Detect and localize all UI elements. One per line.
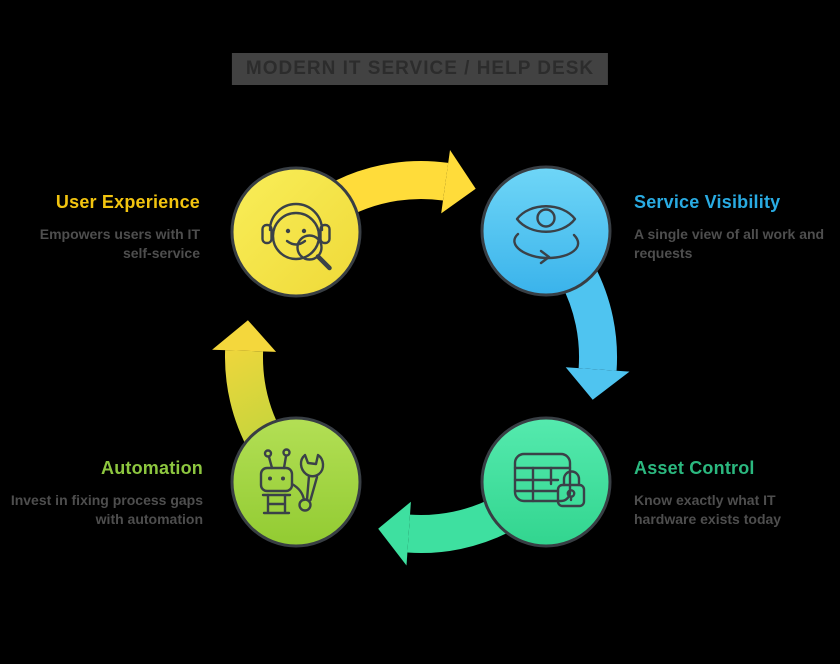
arrow-left-head: [212, 320, 277, 352]
service-visibility-desc-line1: A single view of all work and: [634, 226, 825, 242]
automation-block: Automation Invest in fixing process gaps…: [11, 458, 203, 529]
service-visibility-block: Service Visibility A single view of all …: [634, 192, 824, 263]
user-experience-description: Empowers users with IT self-service: [40, 225, 200, 263]
user-experience-desc-line2: self-service: [122, 245, 200, 261]
asset-control-desc-line1: Know exactly what IT: [634, 492, 776, 508]
arrow-bottom-head: [378, 501, 411, 566]
asset-control-label: Asset Control: [634, 458, 755, 478]
automation-desc-line1: Invest in fixing process gaps: [10, 492, 203, 508]
asset-control-block: Asset Control Know exactly what IT hardw…: [634, 458, 781, 529]
service-visibility-description: A single view of all work and requests: [634, 225, 824, 263]
eye-refresh-icon: [513, 205, 580, 265]
automation-description: Invest in fixing process gaps with autom…: [11, 491, 203, 529]
asset-control-desc-line2: hardware exists today: [634, 511, 782, 527]
asset-control-circle: [480, 416, 612, 548]
headset-smiley-magnifier-icon: [261, 202, 332, 271]
asset-control-description: Know exactly what IT hardware exists tod…: [634, 491, 781, 529]
arrow-right-head: [565, 367, 630, 400]
automation-label: Automation: [101, 458, 203, 478]
user-experience-desc-line1: Empowers users with IT: [39, 226, 200, 242]
automation-circle: [230, 416, 362, 548]
service-visibility-label: Service Visibility: [634, 192, 781, 212]
diagram-title: MODERN IT SERVICE / HELP DESK: [231, 53, 609, 85]
user-experience-label: User Experience: [55, 192, 200, 212]
automation-desc-line2: with automation: [95, 511, 203, 527]
arrow-top-head: [441, 150, 476, 214]
service-visibility-desc-line2: requests: [634, 245, 693, 261]
robot-wrench-icon: [259, 448, 325, 515]
user-experience-circle: [230, 166, 362, 298]
user-experience-block: User Experience Empowers users with IT s…: [40, 192, 200, 263]
spreadsheet-lock-icon: [513, 452, 586, 508]
